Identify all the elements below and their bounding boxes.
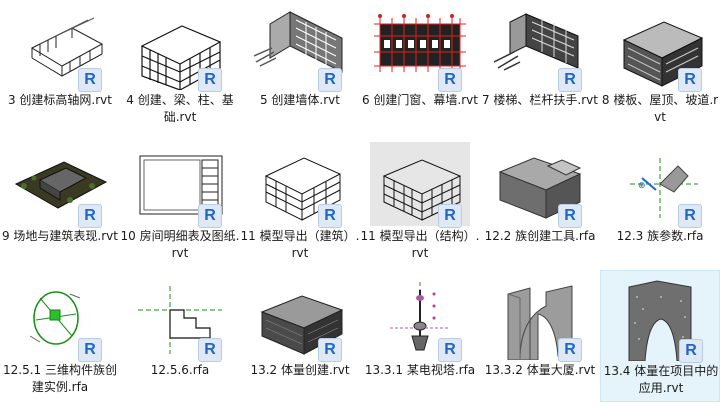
site-building-icon [10,142,110,226]
revit-file-badge: R [438,68,462,92]
file-name: 13.4 体量在项目中的应用.rvt [603,364,719,395]
svg-text:⊕: ⊕ [638,181,646,191]
file-name: 3 创建标高轴网.rvt [7,93,112,107]
building-stairs-icon [490,6,590,90]
revit-file-badge: R [438,338,462,362]
building-section-icon [370,6,470,90]
file-name: 5 创建墙体.rvt [259,93,340,107]
wireframe-building-icon [250,142,350,226]
file-name: 12.2 族创建工具.rfa [484,229,596,243]
file-item[interactable]: R 9 场地与建筑表现.rvt [0,136,120,268]
file-item[interactable]: R 13.2 体量创建.rvt [240,270,360,402]
revit-file-badge: R [198,204,222,228]
revit-file-badge: R [558,204,582,228]
revit-file-badge: R [198,68,222,92]
file-name: 12.5.6.rfa [150,363,210,377]
revit-file-badge: R [318,338,342,362]
file-item[interactable]: R 11 模型导出（建筑）.rvt [240,136,360,268]
revit-file-badge: R [318,204,342,228]
stair-profile-icon [130,276,230,360]
revit-file-badge: R [78,204,102,228]
file-item-selected[interactable]: R 13.4 体量在项目中的应用.rvt [600,270,720,402]
file-item[interactable]: R 7 楼梯、栏杆扶手.rvt [480,0,600,132]
revit-file-badge: R [558,68,582,92]
revit-file-badge: R [678,68,702,92]
revit-file-badge: R [678,204,702,228]
building-frame-icon [130,6,230,90]
file-name: 11 模型导出（结构）.rvt [360,229,480,260]
solid-block-icon [490,142,590,226]
file-item[interactable]: R 12.5.6.rfa [120,270,240,402]
file-item[interactable]: R 12.2 族创建工具.rfa [480,136,600,268]
building-walls-icon [250,6,350,90]
file-item[interactable]: R 13.3.1 某电视塔.rfa [360,270,480,402]
file-name: 13.2 体量创建.rvt [250,363,350,377]
mass-box-icon [250,276,350,360]
file-item[interactable]: R 4 创建、梁、柱、基础.rvt [120,0,240,132]
file-name: 13.3.1 某电视塔.rfa [364,363,476,377]
mass-arch-applied-icon [611,277,711,361]
building-grid-icon [10,6,110,90]
revit-file-badge: R [679,339,703,363]
family-parameter-icon: ⊕ [610,142,710,226]
revit-file-badge: R [78,68,102,92]
file-name: 8 楼板、屋顶、坡道.rvt [601,93,719,124]
component-sphere-icon [10,276,110,360]
revit-file-badge: R [438,204,462,228]
file-item[interactable]: R 8 楼板、屋顶、坡道.rvt [600,0,720,132]
file-name: 11 模型导出（建筑）.rvt [240,229,360,260]
file-name: 12.5.1 三维构件族创建实例.rfa [3,363,117,394]
file-name: 13.3.2 体量大厦.rvt [484,363,596,377]
building-roof-icon [610,6,710,90]
file-item[interactable]: R 3 创建标高轴网.rvt [0,0,120,132]
file-name: 6 创建门窗、幕墙.rvt [361,93,478,107]
file-name: 10 房间明细表及图纸.rvt [120,229,240,260]
file-name: 9 场地与建筑表现.rvt [1,229,118,243]
file-name: 12.3 族参数.rfa [616,229,704,243]
file-name: 7 楼梯、栏杆扶手.rvt [481,93,598,107]
file-item[interactable]: R 5 创建墙体.rvt [240,0,360,132]
file-item[interactable]: R 6 创建门窗、幕墙.rvt [360,0,480,132]
mass-arch-icon [490,276,590,360]
file-name: 4 创建、梁、柱、基础.rvt [126,93,234,124]
tv-tower-icon [370,276,470,360]
file-item[interactable]: R 11 模型导出（结构）.rvt [360,136,480,268]
file-item[interactable]: ⊕ R 12.3 族参数.rfa [600,136,720,268]
file-item[interactable]: R 13.3.2 体量大厦.rvt [480,270,600,402]
file-item[interactable]: R 12.5.1 三维构件族创建实例.rfa [0,270,120,402]
revit-file-badge: R [558,338,582,362]
revit-file-badge: R [78,338,102,362]
file-item[interactable]: R 10 房间明细表及图纸.rvt [120,136,240,268]
revit-file-badge: R [198,338,222,362]
revit-file-badge: R [318,68,342,92]
